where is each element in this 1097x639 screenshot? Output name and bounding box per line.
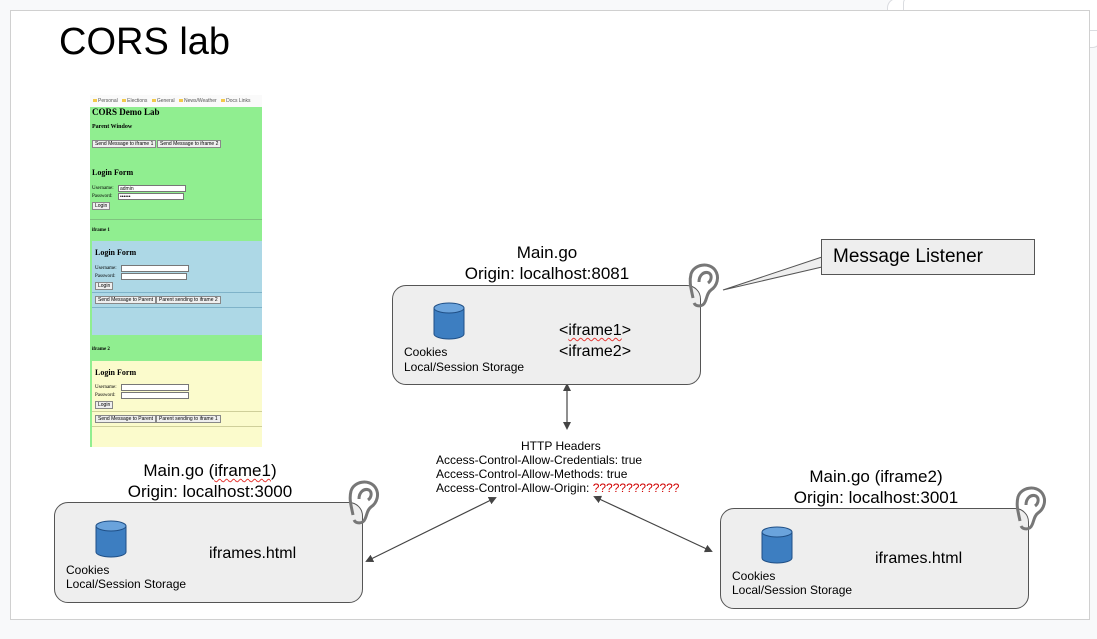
arrow-headers-to-iframe2 <box>593 495 713 553</box>
thumb-page-title: CORS Demo Lab <box>92 107 160 117</box>
iframe1-node-origin: Origin: localhost:3000 <box>127 482 293 501</box>
iframe2-node-origin: Origin: localhost:3001 <box>793 488 959 507</box>
main-node-cookies: Cookies <box>404 345 448 359</box>
thumb-iframe1-login-title: Login Form <box>95 248 137 257</box>
arrow-iframe1-to-headers <box>365 497 497 562</box>
thumb-iframe2-login-title: Login Form <box>95 368 137 377</box>
bookmark-item: Personal <box>93 98 118 104</box>
thumb-iframe1-username-label: Username: <box>95 266 117 271</box>
iframe1-node-box: Cookies Local/Session Storage iframes.ht… <box>54 502 363 603</box>
main-node-storage: Local/Session Storage <box>404 360 525 374</box>
iframe2-node-cookies: Cookies <box>732 569 776 583</box>
main-node-name: Main.go <box>516 243 578 262</box>
thumb-iframe1-parent-sending-button: Parent sending to iframe 2 <box>156 296 221 304</box>
folder-icon <box>122 99 127 103</box>
iframe1-node-name: Main.go (iframe1) <box>143 461 277 480</box>
iframe1-node-cookies: Cookies <box>66 563 110 577</box>
bookmark-item: News/Weather <box>179 98 217 104</box>
ear-icon <box>348 480 380 525</box>
database-icon <box>761 526 793 564</box>
bookmarks-bar: Personal Elections General News/Weather … <box>90 95 262 107</box>
http-header-origin-value: ????????????? <box>592 481 680 495</box>
diagram-connectors <box>365 256 823 562</box>
thumb-iframe2: Login Form Username: Password: Login Sen… <box>92 361 262 447</box>
thumb-parent-window: Parent Window <box>92 124 133 130</box>
main-node-origin: Origin: localhost:8081 <box>464 264 630 283</box>
thumb-iframe1-username-input <box>121 265 189 272</box>
http-header-credentials: Access-Control-Allow-Credentials: true <box>436 453 643 467</box>
message-listener-callout: Message Listener <box>821 239 1035 275</box>
thumb-username-input: admin <box>118 185 186 192</box>
ear-icon <box>688 263 720 308</box>
bookmark-item: General <box>151 98 175 104</box>
iframe2-node-name: Main.go (iframe2) <box>809 467 943 486</box>
iframe1-node-file: iframes.html <box>209 545 297 562</box>
iframe2-node-storage: Local/Session Storage <box>732 583 853 597</box>
thumb-iframe1-label: iframe 1 <box>92 228 110 233</box>
thumb-iframe1-send-parent-button: Send Message to Parent <box>95 296 157 304</box>
thumb-password-label: Password: <box>92 194 113 199</box>
thumb-iframe1: Login Form Username: Password: Login Sen… <box>92 241 262 335</box>
thumb-iframe1-password-input <box>121 273 187 280</box>
slide-title: CORS lab <box>59 21 231 63</box>
thumb-iframe2-password-label: Password: <box>95 393 116 398</box>
thumb-login-button: Login <box>92 202 111 210</box>
http-header-origin-label: Access-Control-Allow-Origin: <box>436 481 593 495</box>
iframe1-tag-text: iframe1 <box>568 322 622 339</box>
thumb-iframe2-parent-sending-button: Parent sending to iframe 1 <box>156 415 221 423</box>
main-node-box: Cookies Local/Session Storage <iframe1> … <box>392 285 701 385</box>
folder-icon <box>151 99 156 103</box>
thumb-iframe2-login-button: Login <box>95 401 114 409</box>
thumb-username-label: Username: <box>92 186 114 191</box>
ear-icon <box>1015 486 1047 531</box>
thumb-login-form-title: Login Form <box>92 168 134 177</box>
thumb-password-input: •••••• <box>118 193 184 200</box>
http-header-origin: Access-Control-Allow-Origin: ???????????… <box>436 481 679 495</box>
slide-canvas: CORS lab Personal Elections General News… <box>10 10 1090 620</box>
http-headers-title: HTTP Headers <box>521 439 601 453</box>
iframe2-node-file: iframes.html <box>875 550 963 567</box>
thumb-iframe2-send-parent-button: Send Message to Parent <box>95 415 157 423</box>
folder-icon <box>179 99 183 103</box>
callout-pointer <box>722 256 823 291</box>
demo-page-thumbnail: Personal Elections General News/Weather … <box>90 95 262 447</box>
http-header-methods: Access-Control-Allow-Methods: true <box>436 467 628 481</box>
thumb-send-iframe2-button: Send Message to iframe 2 <box>157 140 222 148</box>
database-icon <box>433 302 465 340</box>
folder-icon <box>93 99 97 103</box>
main-node-iframe2-tag: <iframe2> <box>559 343 632 360</box>
folder-icon <box>221 99 226 103</box>
bookmark-item: Elections <box>122 98 147 104</box>
thumb-iframe2-label: iframe 2 <box>92 347 110 352</box>
main-node-iframe1-tag: <iframe1> <box>559 322 632 339</box>
thumb-iframe1-login-button: Login <box>95 282 114 290</box>
iframe1-node-storage: Local/Session Storage <box>66 577 187 591</box>
thumb-iframe1-password-label: Password: <box>95 274 116 279</box>
iframe1-node-name-word: iframe1 <box>214 461 271 480</box>
bookmark-item: Docs Links <box>221 98 251 104</box>
database-icon <box>95 520 127 558</box>
thumb-iframe2-username-label: Username: <box>95 385 117 390</box>
thumb-iframe2-username-input <box>121 384 189 391</box>
iframe2-node-box: Cookies Local/Session Storage iframes.ht… <box>720 508 1029 609</box>
thumb-send-iframe1-button: Send Message to iframe 1 <box>92 140 157 148</box>
thumb-iframe2-password-input <box>121 392 189 399</box>
